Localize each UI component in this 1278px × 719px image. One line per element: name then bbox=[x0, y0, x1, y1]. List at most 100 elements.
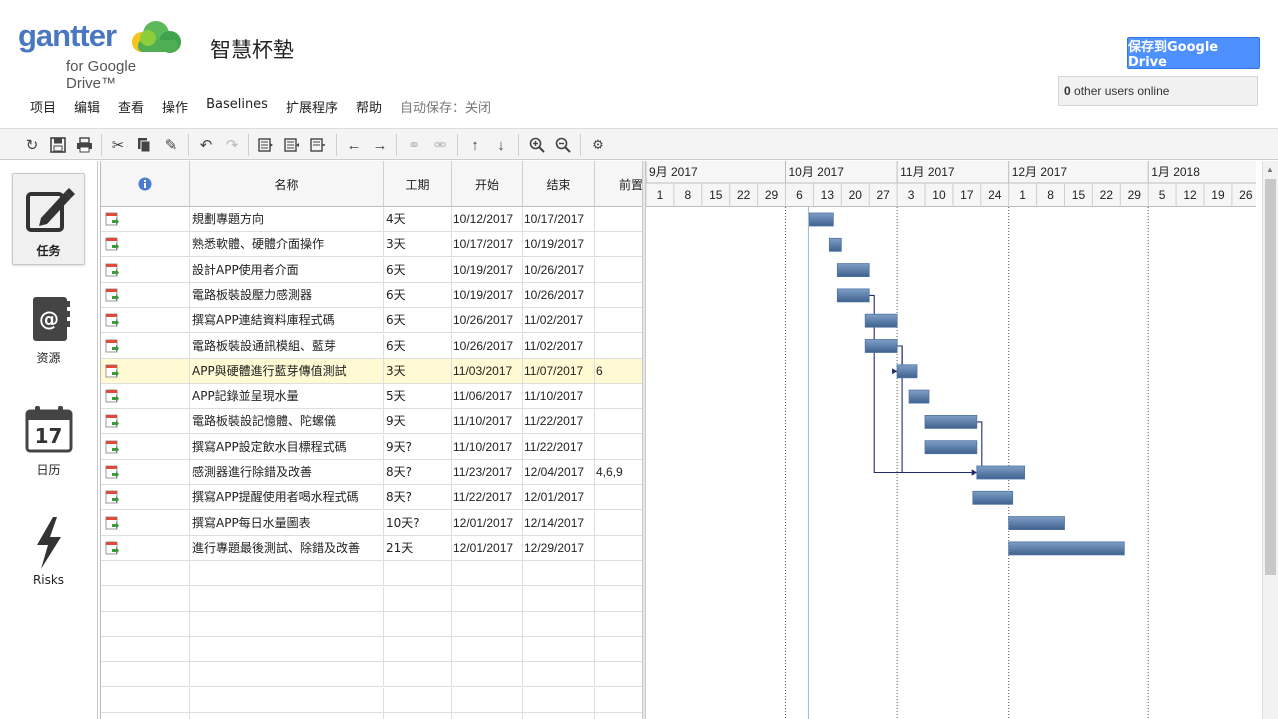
empty-row[interactable] bbox=[101, 586, 642, 612]
task-info-cell[interactable] bbox=[101, 687, 190, 713]
sidebar-item-resources[interactable]: @ 资源 bbox=[12, 281, 85, 373]
empty-row[interactable] bbox=[101, 713, 642, 719]
task-end-cell[interactable]: 11/10/2017 bbox=[523, 384, 595, 410]
task-start-cell[interactable]: 10/26/2017 bbox=[452, 308, 523, 334]
task-duration-cell[interactable] bbox=[384, 687, 452, 713]
task-name-cell[interactable]: 規劃專題方向 bbox=[190, 207, 384, 232]
task-start-cell[interactable] bbox=[452, 561, 523, 587]
sidebar-item-tasks[interactable]: 任务 bbox=[12, 173, 85, 265]
task-end-cell[interactable] bbox=[523, 662, 595, 688]
print-icon[interactable] bbox=[74, 135, 94, 155]
task-start-cell[interactable]: 10/12/2017 bbox=[452, 207, 523, 232]
task-name-cell[interactable]: 撰寫APP提醒使用者喝水程式碼 bbox=[190, 485, 384, 511]
task-end-cell[interactable] bbox=[523, 687, 595, 713]
task-name-cell[interactable] bbox=[190, 586, 384, 612]
task-pred-cell[interactable] bbox=[595, 511, 642, 536]
task-start-cell[interactable]: 11/10/2017 bbox=[452, 434, 523, 460]
task-name-cell[interactable] bbox=[190, 687, 384, 713]
task-duration-cell[interactable]: 10天? bbox=[384, 510, 452, 536]
task-start-cell[interactable]: 12/01/2017 bbox=[452, 535, 523, 561]
task-info-cell[interactable] bbox=[101, 308, 190, 334]
task-info-cell[interactable] bbox=[101, 460, 190, 485]
task-info-cell[interactable] bbox=[101, 232, 190, 258]
task-start-cell[interactable] bbox=[452, 713, 523, 719]
task-duration-cell[interactable]: 21天 bbox=[384, 535, 452, 561]
task-start-cell[interactable]: 11/06/2017 bbox=[452, 384, 523, 410]
task-info-cell[interactable] bbox=[101, 282, 190, 308]
task-end-cell[interactable] bbox=[523, 713, 595, 719]
redo-icon[interactable]: ↷ bbox=[225, 137, 239, 154]
task-duration-cell[interactable]: 8天? bbox=[384, 460, 452, 485]
task-end-cell[interactable]: 12/29/2017 bbox=[523, 535, 595, 561]
vertical-scrollbar[interactable]: ▲ bbox=[1262, 161, 1278, 719]
task-end-cell[interactable]: 11/22/2017 bbox=[523, 409, 595, 435]
task-name-cell[interactable]: APP記錄並呈現水量 bbox=[190, 384, 384, 410]
empty-row[interactable] bbox=[101, 637, 642, 663]
task-name-cell[interactable]: 撰寫APP設定飲水目標程式碼 bbox=[190, 434, 384, 460]
save-to-drive-button[interactable]: 保存到Google Drive bbox=[1127, 37, 1260, 70]
task-start-cell[interactable] bbox=[452, 586, 523, 612]
task-end-cell[interactable]: 10/26/2017 bbox=[523, 282, 595, 308]
task-duration-cell[interactable]: 6天 bbox=[384, 308, 452, 334]
arrow-up-icon[interactable]: ↑ bbox=[471, 136, 479, 154]
task-duration-cell[interactable] bbox=[384, 637, 452, 663]
task-duration-cell[interactable] bbox=[384, 561, 452, 587]
task-duration-cell[interactable]: 3天 bbox=[384, 358, 452, 384]
task-pred-cell[interactable] bbox=[595, 384, 642, 409]
empty-row[interactable] bbox=[101, 687, 642, 713]
copy-icon[interactable] bbox=[134, 135, 154, 155]
scrollbar-thumb[interactable] bbox=[1265, 179, 1276, 575]
task-pred-cell[interactable] bbox=[595, 308, 642, 333]
task-pred-cell[interactable] bbox=[595, 485, 642, 510]
gantter-logo[interactable]: gantter for Google Drive™ bbox=[18, 16, 188, 92]
task-info-cell[interactable] bbox=[101, 713, 190, 719]
task-duration-cell[interactable]: 4天 bbox=[384, 207, 452, 232]
task-pred-cell[interactable] bbox=[595, 232, 642, 257]
settings-icon[interactable]: ⚙ bbox=[592, 137, 604, 152]
task-info-cell[interactable] bbox=[101, 637, 190, 663]
name-column-header[interactable]: 名称 bbox=[190, 161, 384, 207]
arrow-down-icon[interactable]: ↓ bbox=[497, 136, 505, 154]
task-pred-cell[interactable] bbox=[595, 662, 642, 687]
task-start-cell[interactable]: 12/01/2017 bbox=[452, 510, 523, 536]
task-start-cell[interactable]: 11/10/2017 bbox=[452, 409, 523, 435]
task-name-cell[interactable] bbox=[190, 611, 384, 637]
task-end-cell[interactable]: 12/04/2017 bbox=[523, 460, 595, 485]
task-info-cell[interactable] bbox=[101, 485, 190, 511]
task-start-cell[interactable]: 10/19/2017 bbox=[452, 257, 523, 283]
sidebar-item-calendar[interactable]: 17 日历 bbox=[12, 393, 85, 485]
task-end-cell[interactable]: 12/14/2017 bbox=[523, 510, 595, 536]
document-title[interactable]: 智慧杯墊 bbox=[210, 38, 294, 62]
task-start-cell[interactable]: 10/26/2017 bbox=[452, 333, 523, 359]
task-start-cell[interactable]: 11/03/2017 bbox=[452, 358, 523, 384]
task-end-cell[interactable]: 10/19/2017 bbox=[523, 232, 595, 258]
empty-row[interactable] bbox=[101, 611, 642, 637]
task-info-cell[interactable] bbox=[101, 358, 190, 384]
task-info-cell[interactable] bbox=[101, 510, 190, 536]
task-name-cell[interactable]: APP與硬體進行藍芽傳值測試 bbox=[190, 358, 384, 384]
menu-help[interactable]: 帮助 bbox=[355, 101, 382, 116]
save-icon[interactable] bbox=[48, 135, 68, 155]
task-pred-cell[interactable]: 4,6,9 bbox=[595, 460, 642, 485]
task-info-cell[interactable] bbox=[101, 535, 190, 561]
task-name-cell[interactable] bbox=[190, 713, 384, 719]
task-name-cell[interactable]: 撰寫APP連結資料庫程式碼 bbox=[190, 308, 384, 334]
paint-format-icon[interactable]: ✎ bbox=[164, 137, 178, 154]
task-name-cell[interactable] bbox=[190, 561, 384, 587]
end-column-header[interactable]: 结束 bbox=[523, 161, 595, 207]
task-duration-cell[interactable] bbox=[384, 713, 452, 719]
task-end-cell[interactable]: 11/22/2017 bbox=[523, 434, 595, 460]
menu-baselines[interactable]: Baselines bbox=[206, 97, 268, 112]
outdent-icon[interactable] bbox=[282, 135, 302, 155]
menu-extensions[interactable]: 扩展程序 bbox=[285, 101, 338, 116]
task-name-cell[interactable]: 電路板裝設記憶體、陀螺儀 bbox=[190, 409, 384, 435]
task-duration-cell[interactable] bbox=[384, 662, 452, 688]
task-duration-cell[interactable]: 9天 bbox=[384, 409, 452, 435]
